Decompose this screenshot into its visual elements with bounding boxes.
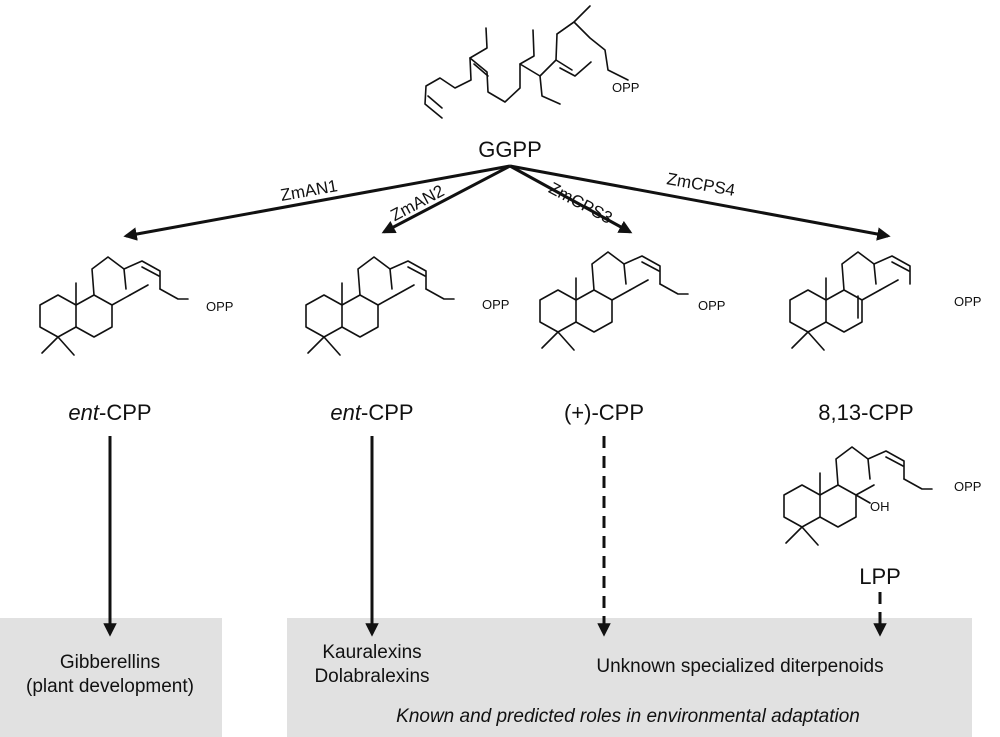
product-label-ent-cpp-1: ent-CPP	[68, 400, 151, 425]
outcome-caption: Known and predicted roles in environment…	[396, 706, 860, 727]
outcome-dolabralexins: Dolabralexins	[314, 666, 429, 687]
lpp-structure: OH OPP	[783, 446, 981, 546]
svg-text:OPP: OPP	[954, 479, 981, 494]
ent-cpp-structure-2: OPP	[305, 256, 509, 356]
lpp-label: LPP	[859, 564, 901, 589]
svg-text:OPP: OPP	[482, 297, 509, 312]
outcome-unknown-diterpenoids: Unknown specialized diterpenoids	[596, 656, 883, 677]
enzyme-label-zmcps3: ZmCPS3	[546, 179, 616, 228]
arrow-zmcps3	[509, 164, 633, 234]
arrow-zman1	[123, 164, 511, 241]
cpp-8-13-structure: OPP	[789, 251, 981, 351]
outcome-kauralexins: Kauralexins	[322, 642, 421, 663]
plus-cpp-structure: OPP	[539, 251, 725, 351]
arrow-zmcps4	[509, 164, 891, 241]
outcome-box-development	[0, 618, 222, 737]
ggpp-structure: OPP	[424, 5, 639, 119]
product-label-plus-cpp: (+)-CPP	[564, 400, 644, 425]
enzyme-label-zman1: ZmAN1	[279, 176, 339, 205]
ggpp-label: GGPP	[478, 137, 542, 162]
svg-text:OH: OH	[870, 499, 890, 514]
product-label-8-13-cpp: 8,13-CPP	[818, 400, 913, 425]
ggpp-opp-label: OPP	[612, 80, 639, 95]
product-label-ent-cpp-2: ent-CPP	[330, 400, 413, 425]
svg-text:OPP: OPP	[206, 299, 233, 314]
arrow-zman2	[381, 164, 511, 234]
ent-cpp-structure-1: OPP	[39, 256, 233, 356]
outcome-box-adaptation	[287, 618, 972, 737]
outcome-plant-development: (plant development)	[26, 676, 194, 697]
outcome-gibberellins: Gibberellins	[60, 652, 160, 673]
svg-text:OPP: OPP	[954, 294, 981, 309]
svg-text:OPP: OPP	[698, 298, 725, 313]
